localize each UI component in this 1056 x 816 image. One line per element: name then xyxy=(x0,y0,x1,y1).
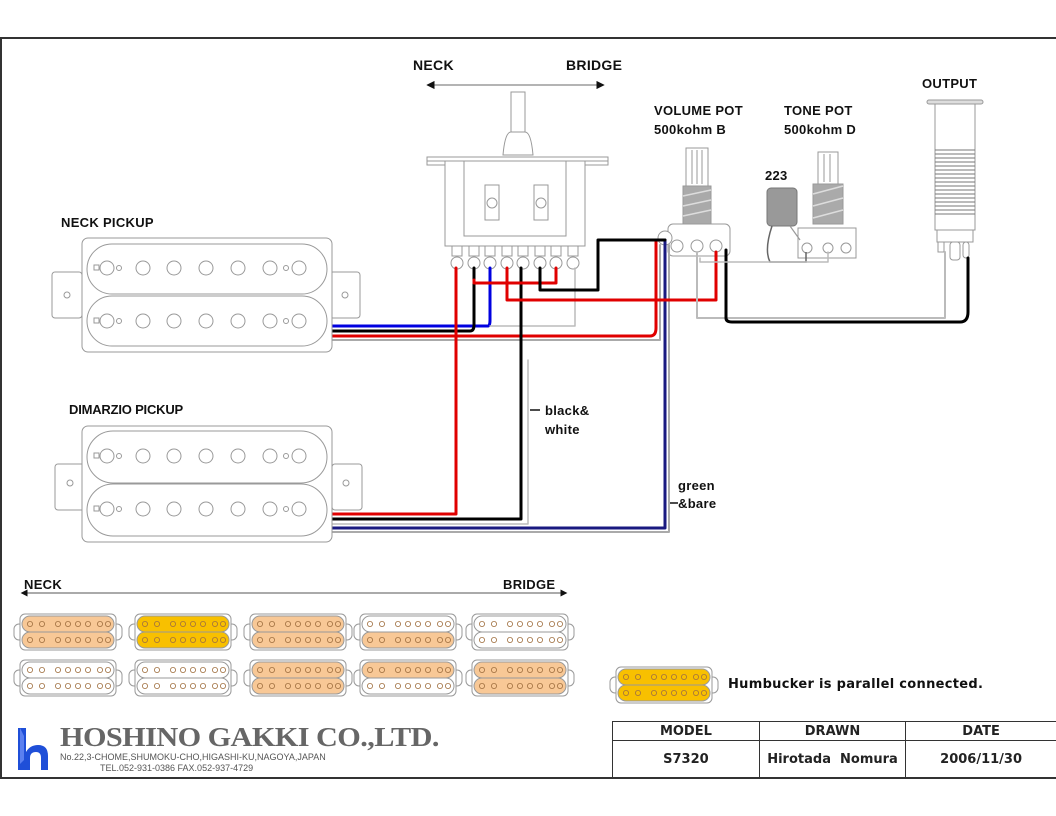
dimarzio-pickup[interactable] xyxy=(54,425,363,543)
bottom-coil xyxy=(473,631,567,649)
model-header: MODEL xyxy=(613,722,760,741)
top-coil xyxy=(21,615,115,633)
bottom-coil xyxy=(473,677,567,695)
top-coil xyxy=(473,615,567,633)
position-1-3-icon xyxy=(243,613,353,651)
position-2-5-icon xyxy=(465,659,575,697)
hoshino-logo-icon xyxy=(18,728,48,770)
position-2-2-icon xyxy=(128,659,238,697)
bottom-coil xyxy=(361,631,455,649)
bottom-coil xyxy=(251,677,345,695)
bottom-coil xyxy=(136,631,230,649)
positions-bridge-label: BRIDGE xyxy=(503,577,556,592)
top-coil xyxy=(361,615,455,633)
company-address: No.22,3-CHOME,SHUMOKU-CHO,HIGASHI-KU,NAG… xyxy=(60,752,326,762)
top-coil xyxy=(136,615,230,633)
parallel-legend-sample xyxy=(609,666,719,704)
switch-positions-grid xyxy=(13,613,575,697)
position-1-5-icon xyxy=(465,613,575,651)
drawn-value: Hirotada Nomura xyxy=(759,740,907,778)
switch-neck-label: NECK xyxy=(413,57,454,73)
drawing-frame xyxy=(0,37,1056,779)
parallel-note: Humbucker is parallel connected. xyxy=(728,677,984,692)
company-name: HOSHINO GAKKI CO.,LTD. xyxy=(60,722,439,752)
top-coil xyxy=(361,661,455,679)
position-1-1-icon xyxy=(13,613,123,651)
top-coil xyxy=(617,668,711,686)
volume-pot[interactable] xyxy=(657,147,731,257)
bottom-coil xyxy=(21,677,115,695)
top-coil xyxy=(251,661,345,679)
top-coil xyxy=(473,661,567,679)
wires xyxy=(330,238,970,533)
bottom-coil xyxy=(361,677,455,695)
green-bare-label-1: green xyxy=(678,478,715,493)
capacitor-value: 223 xyxy=(765,168,788,183)
tone-pot-value: 500kohm D xyxy=(784,122,857,137)
date-value: 2006/11/30 xyxy=(905,740,1056,778)
position-2-1-icon xyxy=(13,659,123,697)
bottom-coil xyxy=(251,631,345,649)
five-way-switch[interactable] xyxy=(426,91,609,270)
parallel-humbucker-icon xyxy=(609,666,719,704)
date-header: DATE xyxy=(905,722,1056,741)
dimarzio-pickup-label: DIMARZIO PICKUP xyxy=(69,402,184,417)
output-jack[interactable] xyxy=(926,99,984,261)
bottom-coil xyxy=(136,677,230,695)
black-white-label-2: white xyxy=(545,422,580,437)
drawn-header: DRAWN xyxy=(759,722,907,741)
volume-pot-value: 500kohm B xyxy=(654,122,727,137)
title-block: MODEL DRAWN DATE S7320 Hirotada Nomura 2… xyxy=(612,721,1056,778)
switch-lugs xyxy=(450,245,580,270)
top-coil xyxy=(136,661,230,679)
neck-pickup[interactable] xyxy=(51,237,361,353)
position-2-3-icon xyxy=(243,659,353,697)
top-coil xyxy=(251,615,345,633)
black-white-label-1: black& xyxy=(545,403,590,418)
tone-pot[interactable] xyxy=(797,151,857,259)
dimarzio-pickup-poles xyxy=(93,448,307,517)
green-bare-label-2: &bare xyxy=(678,496,717,511)
volume-pot-title: VOLUME POT xyxy=(654,103,743,118)
position-2-4-icon xyxy=(353,659,463,697)
company-contact: TEL.052-931-0386 FAX.052-937-4729 xyxy=(100,763,254,773)
neck-pickup-label: NECK PICKUP xyxy=(61,215,154,230)
model-value: S7320 xyxy=(613,740,760,778)
output-label: OUTPUT xyxy=(922,76,978,91)
position-1-4-icon xyxy=(353,613,463,651)
bottom-coil xyxy=(617,684,711,702)
tone-pot-title: TONE POT xyxy=(784,103,853,118)
neck-pickup-poles xyxy=(93,260,307,329)
positions-neck-label: NECK xyxy=(24,577,63,592)
position-1-2-icon xyxy=(128,613,238,651)
switch-bridge-label: BRIDGE xyxy=(566,57,623,73)
top-coil xyxy=(21,661,115,679)
bottom-coil xyxy=(21,631,115,649)
